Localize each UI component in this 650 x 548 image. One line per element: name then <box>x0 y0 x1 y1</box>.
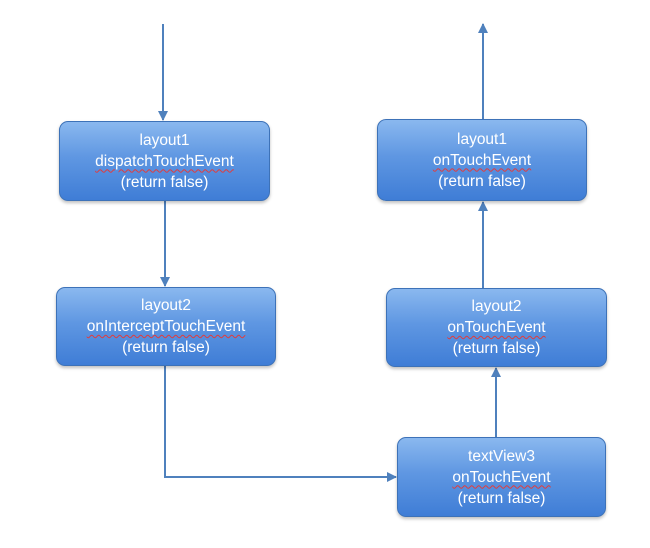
node-title: layout2 <box>471 298 522 315</box>
node-method: onTouchEvent <box>452 468 551 486</box>
node-layout2-ontouchevent: layout2 onTouchEvent (return false) <box>386 288 607 367</box>
node-title: layout1 <box>457 130 507 148</box>
node-method: onTouchEvent <box>447 319 546 336</box>
node-method: onTouchEvent <box>432 151 532 169</box>
node-textview3-ontouchevent: textView3 onTouchEvent (return false) <box>397 437 606 517</box>
node-result: (return false) <box>452 340 541 357</box>
node-title: layout1 <box>139 131 190 149</box>
node-result: (return false) <box>122 339 210 356</box>
node-result: (return false) <box>457 489 546 507</box>
node-layout2-onintercepttouchevent: layout2 onInterceptTouchEvent (return fa… <box>56 287 276 366</box>
node-title: textView3 <box>468 447 535 465</box>
node-layout1-dispatchtouchevent: layout1 dispatchTouchEvent (return false… <box>59 121 270 201</box>
node-method: onInterceptTouchEvent <box>86 318 246 335</box>
node-result: (return false) <box>438 172 526 190</box>
node-layout1-ontouchevent: layout1 onTouchEvent (return false) <box>377 119 587 201</box>
node-title: layout2 <box>141 297 191 314</box>
node-result: (return false) <box>120 173 209 191</box>
arrow-layout2-intercept-to-textview3 <box>164 366 397 482</box>
node-method: dispatchTouchEvent <box>95 152 234 170</box>
